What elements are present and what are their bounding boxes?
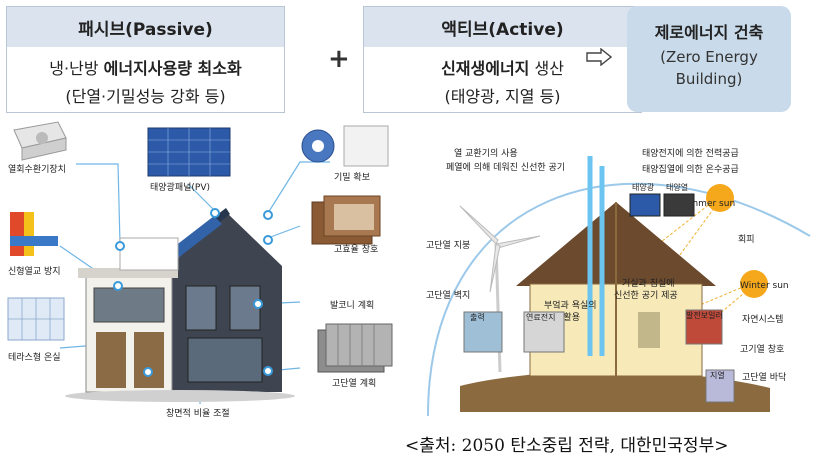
ground [460, 371, 770, 412]
inset-photo-fuel-cell [523, 311, 565, 353]
zero-energy-box: 제로에너지 건축 (Zero Energy Building) [627, 6, 791, 112]
label-window-ratio: 창면적 비율 조절 [166, 407, 230, 419]
zeb-en-line1: (Zero Energy [660, 48, 758, 66]
passive-line2: (단열·기밀성능 강화 등) [65, 87, 226, 106]
roof-solar-panels [629, 193, 695, 217]
label-exchanger-2: 폐열에 의해 데워진 신선한 공기 [446, 161, 565, 173]
zeb-title: 제로에너지 건축 [654, 23, 764, 42]
passive-house-diagram: 열회수환기장치 태양광패널(PV) 기밀 확보 신형열교 방지 고효율 창호 발… [7, 121, 393, 419]
active-title: 액티브(Active) [364, 7, 641, 47]
label-heat-recovery: 열회수환기장치 [8, 163, 66, 175]
label-balcony: 발코니 계획 [330, 299, 374, 311]
label-inset-c: 발전보일러 [686, 310, 723, 320]
label-fresh-2: 신선한 공기 제공 [614, 290, 678, 301]
summer-sun-icon [706, 184, 734, 212]
window-frame-icon [311, 195, 381, 245]
label-pv: 태양광패널(PV) [150, 181, 210, 193]
label-summer-sun: Summer sun [678, 199, 735, 209]
active-box: 액티브(Active) 신재생에너지 생산 (태양광, 지열 등) [363, 6, 642, 113]
heat-recovery-device-icon [13, 121, 67, 161]
insulation-panel-icon [317, 323, 393, 373]
label-window: 고효율 창호 [334, 244, 378, 255]
label-inset-a: 출력 [470, 312, 485, 322]
callout-dots [113, 208, 273, 377]
label-pv-supply: 태양전지에 의한 전력공급 [642, 147, 739, 159]
winter-sun-icon [740, 270, 768, 298]
label-avoid: 회피 [738, 234, 755, 245]
active-line2: (태양광, 지열 등) [444, 87, 561, 106]
passive-box: 패시브(Passive) 냉·난방 에너지사용량 최소화 (단열·기밀성능 강화… [6, 6, 285, 113]
label-airtight: 기밀 확보 [334, 171, 370, 183]
passive-line1: 냉·난방 에너지사용량 최소화 [7, 55, 284, 83]
label-panel-a: 태양광 [632, 182, 655, 192]
air-pipes [587, 156, 605, 356]
label-panel-b: 태양열 [666, 183, 688, 192]
active-line1-bold: 신재생에너지 [441, 59, 530, 78]
label-inset-d: 지열 [710, 371, 725, 380]
greenhouse-icon [7, 297, 65, 341]
source-caption: <출처: 2050 탄소중립 전략, 대한민국정부> [405, 436, 729, 456]
label-fresh-1: 거실과 침실에 [622, 278, 675, 289]
thermal-bridge-icon [10, 212, 58, 256]
inset-photo-output [463, 311, 503, 353]
label-solar-hot: 태양집열에 의한 온수공급 [642, 163, 739, 175]
passive-line1-bold: 에너지사용량 최소화 [103, 59, 242, 78]
pv-panel-icon [147, 127, 231, 177]
active-line1: 신재생에너지 생산 [364, 55, 641, 83]
label-window-high: 고기열 창호 [740, 344, 784, 355]
label-inset-b: 연료전지 [526, 312, 555, 322]
passive-line1-normal: 냉·난방 [49, 59, 104, 78]
label-floor: 고단열 바닥 [742, 372, 786, 383]
active-house-diagram: Summer sun Winter sun 회피 태양광 태양열 열 교환기의 … [426, 147, 811, 417]
label-insulation: 고단열 계획 [332, 377, 376, 389]
inset-photo-geothermal [705, 369, 735, 403]
label-thermal-bridge: 신형열교 방지 [8, 266, 61, 277]
zeb-en-line2: Building) [675, 70, 743, 88]
active-line1-normal: 생산 [529, 59, 564, 78]
airtight-tape-icon [301, 125, 389, 167]
label-passive-sys: 자연시스템 [742, 313, 783, 325]
label-winter-sun: Winter sun [740, 281, 789, 291]
label-wall-insulation: 고단열 벽지 [426, 290, 470, 301]
arrow-right-icon [586, 47, 613, 70]
label-greenhouse: 테라스형 온실 [8, 352, 61, 363]
label-kitchen-1: 부엌과 욕실의 [544, 299, 597, 311]
inset-photo-boiler [685, 309, 723, 345]
house-illustration [65, 208, 295, 402]
label-roof-insulation: 고단열 지붕 [426, 240, 470, 251]
label-exchanger-1: 열 교환기의 사용 [454, 147, 518, 159]
plus-sign: + [328, 44, 350, 74]
passive-title: 패시브(Passive) [7, 7, 284, 47]
